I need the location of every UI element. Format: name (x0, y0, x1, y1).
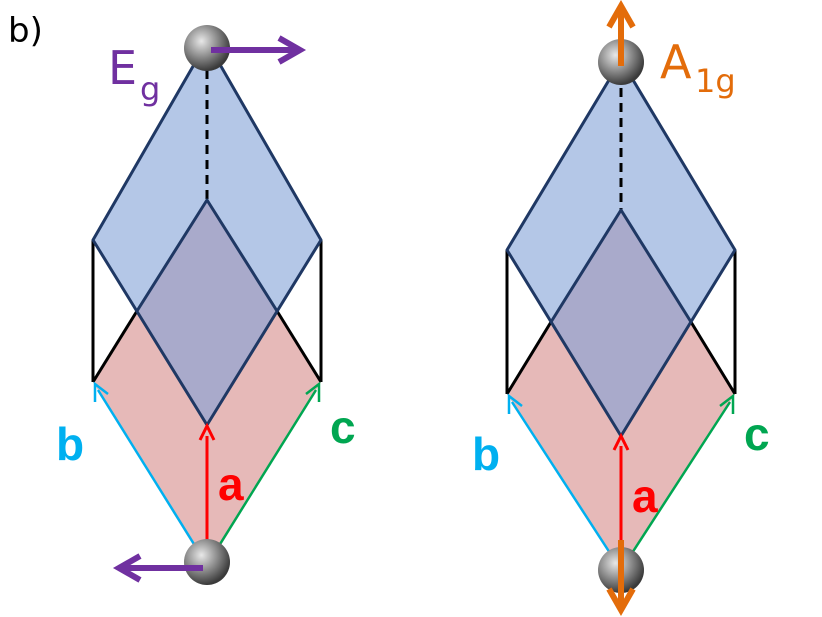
vector-b (507, 393, 623, 571)
arrow-icon (606, 0, 636, 66)
vector-label-b: b (472, 428, 500, 480)
vector-b (93, 381, 209, 566)
mode-symbol: A (660, 35, 692, 89)
vector-label-c: c (330, 401, 356, 453)
eg-mode-diagram: E g a b c (56, 25, 356, 585)
black-edges (505, 250, 737, 395)
arrow-icon (211, 35, 307, 65)
a1g-mode-diagram: A 1g a b c (472, 0, 770, 617)
mode-subscript: 1g (695, 62, 736, 100)
sphere-icon (184, 539, 230, 585)
vector-label-b: b (56, 418, 84, 470)
mode-subscript: g (140, 70, 160, 108)
mode-symbol: E (108, 41, 137, 95)
vector-label-a: a (632, 470, 658, 522)
black-edges (91, 240, 323, 383)
vector-label-c: c (744, 408, 770, 460)
arrow-icon (112, 553, 203, 583)
panel-label: b) (8, 11, 43, 51)
arrow-icon (606, 540, 636, 617)
vector-c (205, 381, 321, 566)
sphere-icon (184, 25, 230, 71)
vector-c (619, 393, 735, 571)
vector-label-a: a (218, 458, 244, 510)
